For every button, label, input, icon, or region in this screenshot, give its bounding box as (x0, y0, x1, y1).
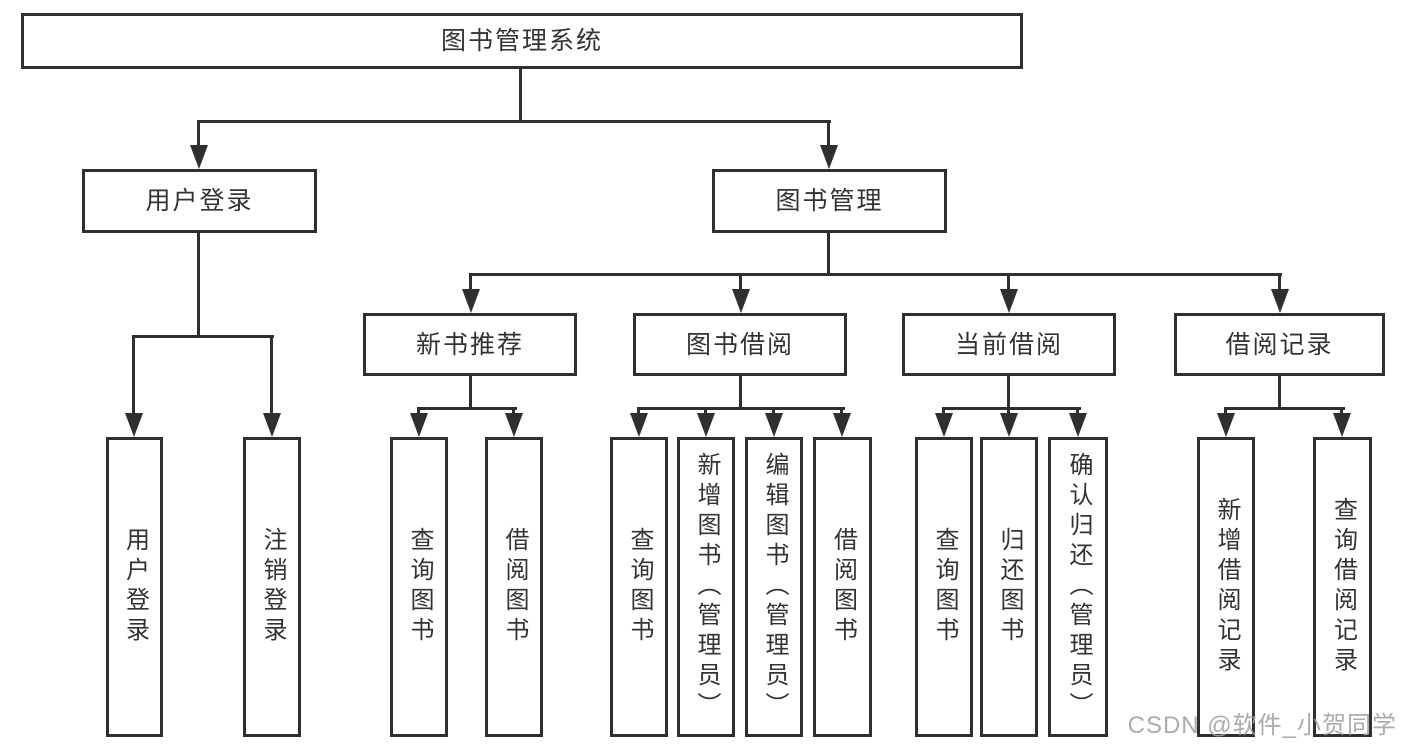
arrow-bb-query (630, 413, 648, 437)
leaf-bb-add-books-admin: 新增图书（管理员） (677, 437, 735, 737)
leaf-cb-query-books: 查询图书 (915, 437, 973, 737)
arrow-nbr-query (410, 413, 428, 437)
arrow-book-borrow (732, 289, 750, 313)
leaf-nbr-borrow-books: 借阅图书 (485, 437, 543, 737)
arrow-cb-query (935, 413, 953, 437)
arrow-bb-edit (765, 413, 783, 437)
connector-user-login-down (197, 233, 200, 338)
node-user-login: 用户登录 (82, 169, 317, 233)
connector-user-login-stem (197, 120, 200, 150)
connector-book-borrow-stem (739, 273, 742, 293)
leaf-bb-edit-books-admin: 编辑图书（管理员） (745, 437, 803, 737)
arrow-bb-add (697, 413, 715, 437)
arrow-br-query (1333, 413, 1351, 437)
connector-logout-leaf-stem (270, 335, 273, 417)
connector-bb-down (739, 376, 742, 410)
node-root: 图书管理系统 (21, 13, 1023, 69)
node-borrow-records: 借阅记录 (1174, 313, 1385, 376)
leaf-nbr-query-books: 查询图书 (390, 437, 448, 737)
leaf-cb-confirm-return-admin: 确认归还（管理员） (1048, 437, 1108, 737)
connector-br-rail (1224, 407, 1345, 410)
arrow-new-book (462, 289, 480, 313)
leaf-cb-return-books: 归还图书 (980, 437, 1038, 737)
node-current-borrowing: 当前借阅 (902, 313, 1116, 376)
connector-level2-rail (198, 120, 831, 123)
connector-borrow-record-stem (1278, 273, 1281, 293)
connector-cb-rail (942, 407, 1081, 410)
leaf-br-query-record: 查询借阅记录 (1313, 437, 1372, 737)
leaf-bb-query-books: 查询图书 (610, 437, 668, 737)
arrow-current-borrow (1000, 289, 1018, 313)
arrow-logout-leaf (263, 413, 281, 437)
arrow-bb-borrow (833, 413, 851, 437)
connector-root-stem (519, 69, 522, 123)
leaf-br-add-record: 新增借阅记录 (1197, 437, 1255, 737)
connector-br-down (1278, 376, 1281, 410)
arrow-cb-return (1000, 413, 1018, 437)
leaf-user-login: 用户登录 (106, 437, 163, 737)
connector-new-book-stem (469, 273, 472, 293)
arrow-book-mgmt (820, 145, 838, 169)
connector-bb-rail (637, 407, 845, 410)
arrow-nbr-borrow (505, 413, 523, 437)
arrow-br-add (1217, 413, 1235, 437)
connector-nbr-down (469, 376, 472, 410)
csdn-watermark: CSDN @软件_小贺同学 (1127, 712, 1397, 739)
arrow-user-login (190, 145, 208, 169)
connector-user-login-rail (133, 335, 274, 338)
node-book-mgmt: 图书管理 (712, 169, 947, 233)
node-book-borrowing: 图书借阅 (633, 313, 847, 376)
connector-nbr-rail (417, 407, 517, 410)
arrow-login-leaf (125, 413, 143, 437)
connector-book-mgmt-stem (827, 120, 830, 150)
node-new-book-rec: 新书推荐 (363, 313, 577, 376)
connector-current-borrow-stem (1007, 273, 1010, 293)
connector-login-leaf-stem (132, 335, 135, 417)
arrow-borrow-record (1271, 289, 1289, 313)
connector-level3-rail (469, 273, 1282, 276)
arrow-cb-confirm (1069, 413, 1087, 437)
connector-cb-down (1007, 376, 1010, 410)
leaf-logout: 注销登录 (243, 437, 301, 737)
leaf-bb-borrow-books: 借阅图书 (813, 437, 872, 737)
connector-book-mgmt-down (827, 233, 830, 276)
